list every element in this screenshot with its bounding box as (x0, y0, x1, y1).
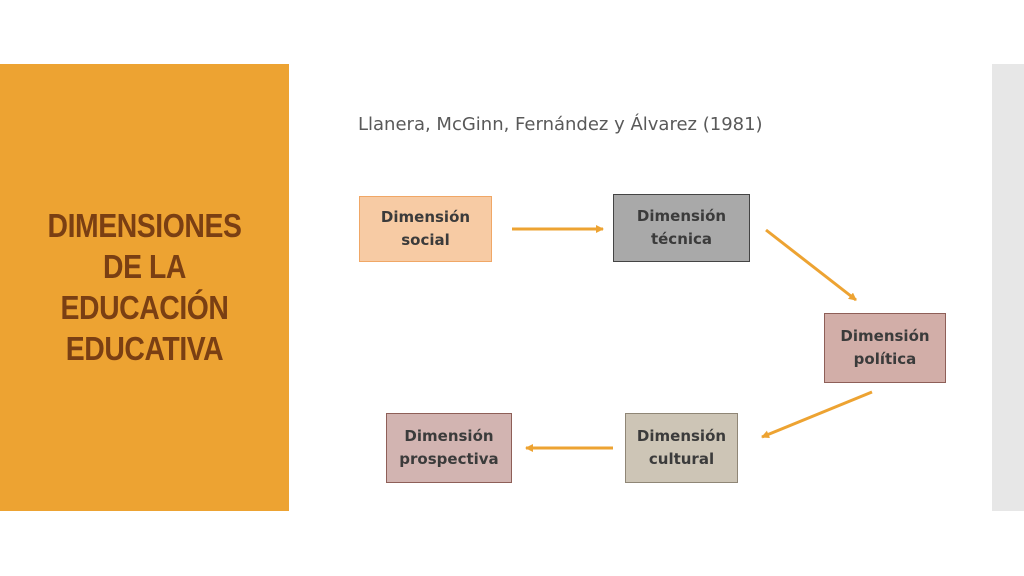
box-label: técnica (650, 230, 713, 248)
box-dimension-prospectiva: Dimensión prospectiva (386, 413, 512, 483)
right-edge-strip (992, 64, 1024, 511)
slide-title-line: EDUCACIÓN (60, 289, 229, 326)
box-label: prospectiva (399, 450, 499, 468)
title-panel (0, 64, 289, 511)
box-label: Dimensión (380, 208, 471, 226)
arrow-tecnica-to-politica (765, 228, 857, 302)
box-label: social (401, 231, 450, 249)
box-dimension-politica: Dimensión política (824, 313, 946, 383)
slide-title-line: DE LA (103, 248, 186, 285)
arrow-politica-to-cultural (761, 390, 873, 439)
box-label: Dimensión (636, 207, 727, 225)
box-dimension-tecnica: Dimensión técnica (613, 194, 750, 262)
box-dimension-social: Dimensión social (359, 196, 492, 262)
slide-title-line: DIMENSIONES (47, 207, 242, 244)
slide-title-line: EDUCATIVA (65, 330, 224, 367)
box-label: Dimensión (636, 427, 727, 445)
slide-title: DIMENSIONES DE LA EDUCACIÓN EDUCATIVA (37, 205, 251, 369)
box-label: Dimensión (404, 427, 494, 445)
box-dimension-cultural: Dimensión cultural (625, 413, 738, 483)
box-label: política (853, 350, 917, 368)
box-label: Dimensión (840, 327, 930, 345)
source-citation: Llanera, McGinn, Fernández y Álvarez (19… (358, 114, 763, 135)
box-label: cultural (648, 450, 715, 468)
